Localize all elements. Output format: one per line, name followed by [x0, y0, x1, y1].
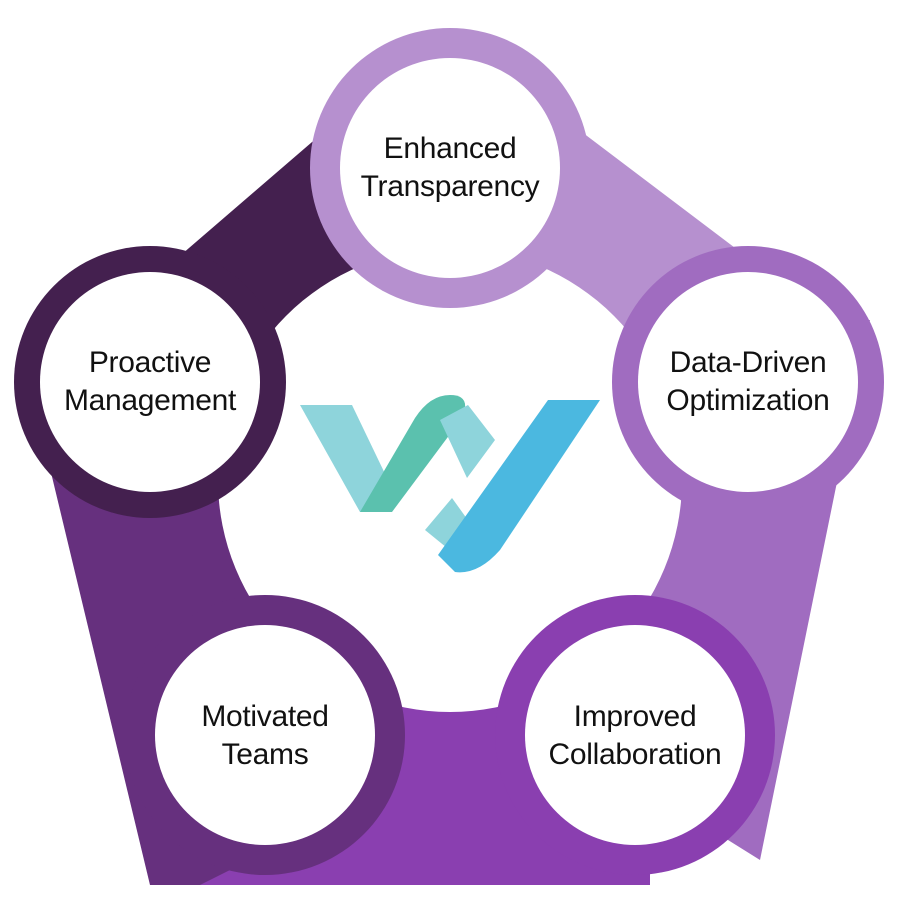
- node-top-face: [340, 58, 560, 278]
- node-bottom-left-line2: Teams: [222, 738, 309, 771]
- node-bottom-right-face: [525, 625, 745, 845]
- logo-left-stroke: [300, 405, 388, 512]
- logo-mid-light: [440, 405, 495, 478]
- node-bottom-right-line2: Collaboration: [549, 738, 722, 771]
- circle-nodes: Enhanced Transparency Data-Driven Optimi…: [14, 28, 884, 875]
- node-top-line1: Enhanced: [384, 132, 517, 165]
- node-right: Data-Driven Optimization: [612, 246, 884, 518]
- node-left-face: [40, 272, 260, 492]
- node-right-line1: Data-Driven: [670, 346, 827, 379]
- node-bottom-left: Motivated Teams: [125, 595, 405, 875]
- logo-blue-stroke: [438, 400, 600, 573]
- node-bottom-right-line1: Improved: [574, 700, 697, 733]
- node-bottom-left-line1: Motivated: [201, 700, 328, 733]
- w-logo: [300, 395, 600, 573]
- node-right-line2: Optimization: [666, 384, 829, 417]
- node-right-face: [638, 272, 858, 492]
- inner-core: [218, 248, 682, 712]
- node-left-line2: Management: [64, 384, 237, 417]
- node-left: Proactive Management: [14, 246, 286, 518]
- node-bottom-right: Improved Collaboration: [495, 595, 775, 875]
- node-left-line1: Proactive: [89, 346, 211, 379]
- node-top-line2: Transparency: [361, 170, 540, 203]
- logo-teal-stroke: [360, 395, 466, 512]
- node-bottom-left-face: [155, 625, 375, 845]
- node-top: Enhanced Transparency: [310, 28, 590, 308]
